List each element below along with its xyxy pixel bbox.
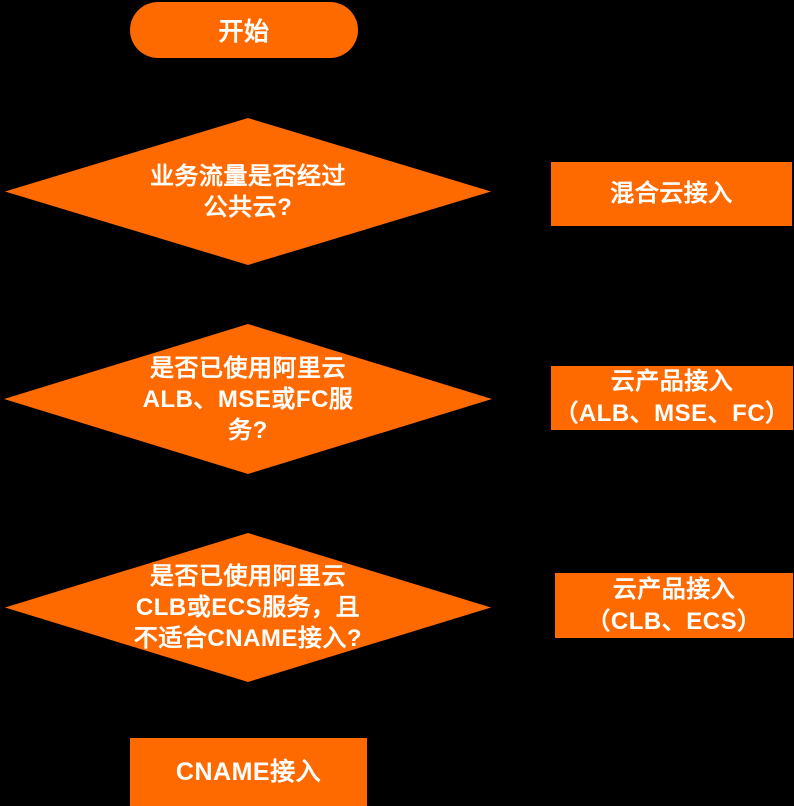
end-cname-access-box: CNAME接入 [130, 738, 367, 806]
result-hybrid-cloud-label: 混合云接入 [610, 180, 733, 207]
result-cloud-product-alb-mse-fc-label: 云产品接入 （ALB、MSE、FC） [554, 368, 790, 427]
result-hybrid-cloud-box: 混合云接入 [551, 162, 792, 226]
decision-clb-ecs-label: 是否已使用阿里云 CLB或ECS服务，且 不适合CNAME接入? [133, 563, 363, 652]
decision-alb-mse-fc-label: 是否已使用阿里云 ALB、MSE或FC服 务? [142, 354, 354, 444]
start-node: 开始 [130, 2, 358, 58]
result-cloud-product-clb-ecs-label: 云产品接入 （CLB、ECS） [586, 575, 762, 635]
decision-public-cloud-diamond: 业务流量是否经过 公共云? [5, 118, 491, 265]
end-cname-access-label: CNAME接入 [175, 758, 322, 786]
decision-clb-ecs-diamond: 是否已使用阿里云 CLB或ECS服务，且 不适合CNAME接入? [5, 533, 491, 682]
result-cloud-product-clb-ecs-box: 云产品接入 （CLB、ECS） [555, 573, 793, 638]
decision-public-cloud-label: 业务流量是否经过 公共云? [150, 162, 346, 221]
result-cloud-product-alb-mse-fc-box: 云产品接入 （ALB、MSE、FC） [551, 366, 793, 430]
start-label: 开始 [218, 18, 270, 46]
decision-alb-mse-fc-diamond: 是否已使用阿里云 ALB、MSE或FC服 务? [4, 324, 492, 474]
